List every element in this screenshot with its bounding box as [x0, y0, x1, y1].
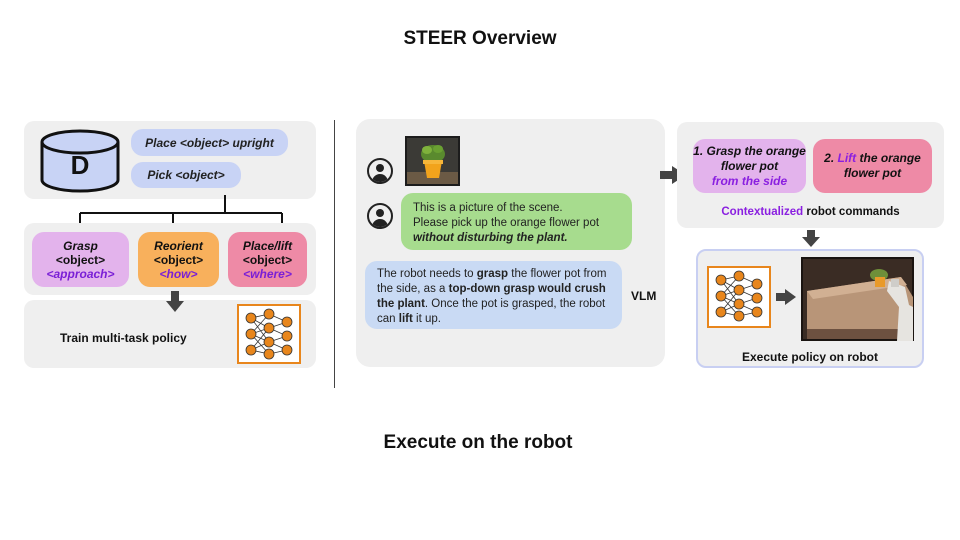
down-arrow-icon [166, 291, 184, 312]
database-icon [40, 129, 120, 193]
section-divider [334, 120, 335, 388]
command-1: 1. Grasp the orange flower pot from the … [693, 139, 806, 193]
skill-reorient-object: <object> [153, 252, 204, 267]
contextualized-label: Contextualized robot commands [677, 206, 944, 218]
skill-place-arg: <where> [243, 266, 292, 281]
skill-reorient: Reorient <object> <how> [138, 232, 219, 287]
prompt-line-1: This is a picture of the scene. [413, 202, 563, 214]
data-label-pick: Pick <object> [131, 162, 241, 188]
prompt-bubble: This is a picture of the scene. Please p… [401, 193, 632, 250]
vlm-label: VLM [631, 289, 657, 303]
response-text-4: it up. [412, 313, 441, 325]
user-icon-2 [367, 203, 393, 229]
right-arrow-icon-2 [776, 289, 796, 305]
response-bold-crush: top-down grasp would crush the plant [377, 283, 606, 310]
neural-network-icon [237, 304, 301, 364]
command-2: 2. Lift the orange flower pot [813, 139, 932, 193]
skill-reorient-name: Reorient [154, 238, 203, 253]
command-2-text: the orange flower pot [843, 151, 921, 180]
skill-place-lift: Place/lift <object> <where> [228, 232, 307, 287]
down-arrow-icon-2 [802, 230, 820, 247]
data-label-place: Place <object> upright [131, 129, 288, 156]
execute-heading: Execute on the robot [383, 432, 573, 453]
scene-image [405, 136, 460, 186]
skill-grasp-object: <object> [55, 252, 106, 267]
execute-policy-label: Execute policy on robot [741, 350, 879, 364]
response-text-1: The robot needs to [377, 268, 477, 280]
response-text-2: the flower pot from the side, as a [377, 268, 607, 295]
command-1-qualifier: from the side [711, 173, 788, 188]
neural-network-icon-2 [707, 266, 771, 328]
response-text-3: . Once the pot is grasped, the robot can [377, 298, 606, 325]
skill-grasp-name: Grasp [63, 238, 98, 253]
response-bold-grasp: grasp [476, 268, 509, 280]
skill-place-object: <object> [242, 252, 293, 267]
command-1-text: 1. Grasp the orange flower pot [693, 143, 806, 173]
contextualized-word: Contextualized [721, 206, 804, 218]
dataset-letter: D [70, 150, 90, 180]
train-policy-label: Train multi-task policy [60, 331, 187, 345]
skill-place-name: Place/lift [242, 238, 293, 253]
contextualized-rest: robot commands [803, 206, 900, 218]
robot-photo [801, 257, 914, 341]
user-icon [367, 158, 393, 184]
response-bold-lift: lift [398, 313, 413, 325]
command-2-number: 2. [824, 151, 835, 165]
page-title: STEER Overview [403, 28, 557, 49]
vlm-response-bubble: The robot needs to grasp the flower pot … [365, 261, 622, 329]
skill-grasp: Grasp <object> <approach> [32, 232, 129, 287]
skill-grasp-arg: <approach> [46, 266, 115, 281]
command-2-lift: Lift [837, 151, 857, 165]
prompt-line-2: Please pick up the orange flower pot [413, 217, 600, 229]
skill-reorient-arg: <how> [159, 266, 198, 281]
prompt-emphasis: without disturbing the plant. [413, 232, 568, 244]
